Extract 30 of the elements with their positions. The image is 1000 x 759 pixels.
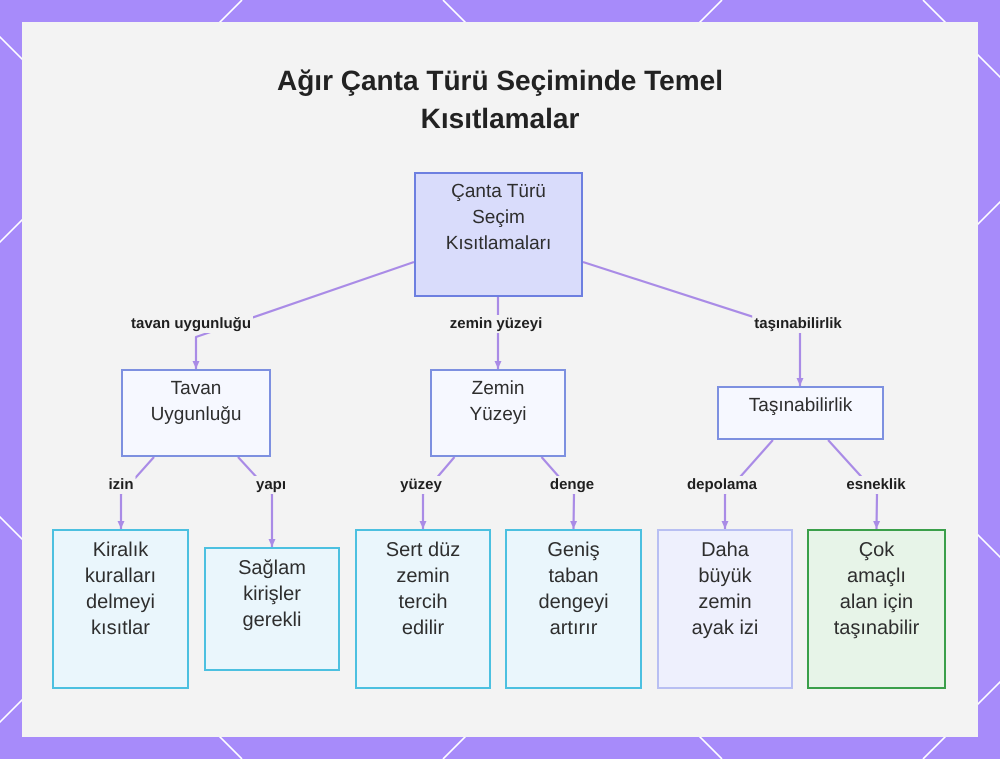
edge-label: taşınabilirlik — [752, 315, 844, 333]
category-box — [121, 369, 271, 457]
box-label: Çanta Türü Seçim Kısıtlamaları — [444, 180, 552, 256]
box-label: Daha büyük zemin ayak izi — [690, 538, 760, 641]
box-label: Geniş taban dengeyi artırır — [537, 538, 610, 641]
category-box — [717, 386, 884, 440]
edge-label: depolama — [684, 476, 760, 494]
box-label: Sert düz zemin tercih edilir — [384, 538, 462, 641]
box-label: Sağlam kirişler gerekli — [237, 556, 307, 633]
edge-label: denge — [548, 476, 596, 494]
box-label: Tavan Uygunluğu — [150, 377, 242, 427]
detail-box — [807, 529, 946, 689]
edge-label: izin — [106, 476, 136, 494]
category-box — [430, 369, 566, 457]
box-label: Çok amaçlı alan için taşınabilir — [832, 538, 920, 641]
box-label: Taşınabilirlik — [748, 394, 852, 418]
edge-label: esneklik — [844, 476, 908, 494]
edge-label: zemin yüzeyi — [448, 315, 544, 333]
edge-label: yapı — [254, 476, 288, 494]
box-label: Kiralık kuralları delmeyi kısıtlar — [84, 538, 158, 641]
detail-box — [505, 529, 642, 689]
root-box — [414, 172, 583, 297]
detail-box — [355, 529, 491, 689]
box-label: Zemin Yüzeyi — [468, 377, 528, 427]
diagram-title: Ağır Çanta Türü Seçiminde Temel Kısıtlamalar — [276, 64, 724, 136]
detail-box — [204, 547, 340, 671]
edge-label: yüzey — [398, 476, 444, 494]
edge-label: tavan uygunluğu — [129, 315, 253, 333]
detail-box — [657, 529, 793, 689]
detail-box — [52, 529, 189, 689]
